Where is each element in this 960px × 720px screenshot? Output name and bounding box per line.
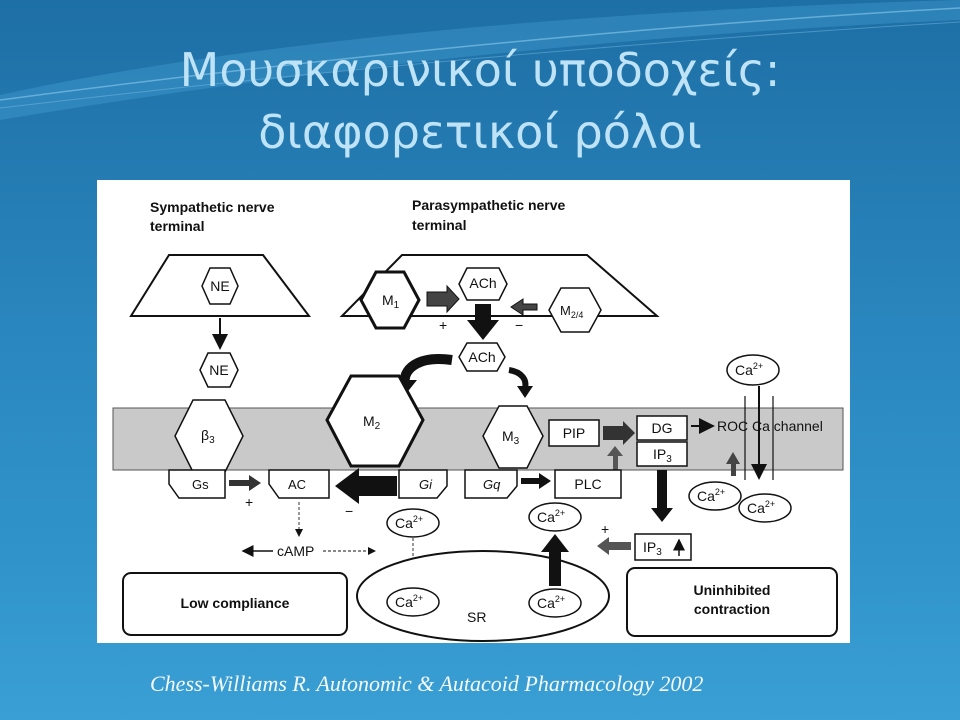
m1-text: M1 [382, 292, 400, 311]
ca-roc-right-text: Ca2+ [747, 499, 775, 516]
citation: Chess-Williams R. Autonomic & Autacoid P… [150, 671, 704, 696]
ca-roc-up-arrow [726, 452, 740, 476]
uninhibited-contraction-box [626, 567, 838, 637]
m1-receptor [359, 270, 421, 330]
gq-to-plc-arrow [521, 473, 551, 489]
plus-ip3: + [601, 521, 609, 537]
m24-text: M2/4 [560, 303, 583, 320]
ach-top-node [458, 267, 508, 301]
ca-mid-text: Ca2+ [537, 508, 565, 525]
plc-box [554, 469, 622, 499]
ip3-release-arrow [651, 470, 673, 522]
roc-channel-text: ROC Ca channel [717, 418, 823, 434]
sympathetic-label-2: terminal [150, 218, 204, 234]
ip3-membrane-box [636, 441, 688, 467]
ne-bottom-text: NE [209, 362, 228, 378]
gq-text: Gq [483, 477, 501, 492]
ach-top-text: ACh [469, 275, 496, 291]
ca-roc-right-bubble [738, 493, 792, 523]
sarcoplasmic-reticulum [356, 550, 610, 642]
ca-release-arrow [541, 534, 569, 586]
background-swoosh [0, 0, 960, 120]
gs-text: Gs [192, 477, 209, 492]
ach-bottom-text: ACh [468, 349, 495, 365]
ach-release-arrow [467, 304, 499, 340]
minus-m24: − [515, 317, 523, 333]
pip-box [548, 419, 600, 447]
ne-bottom-node [199, 352, 239, 388]
m24-to-ach-arrow [510, 298, 538, 316]
parasympathetic-label-2: terminal [412, 217, 466, 233]
uninhibited-text-1: Uninhibited [694, 582, 771, 598]
ca-roc-left-bubble [688, 481, 742, 511]
gq-box [464, 469, 518, 499]
ca-sr-left-text: Ca2+ [395, 593, 423, 610]
ip3-to-sr-arrow [597, 537, 631, 555]
plc-to-pip-arrow [607, 446, 623, 472]
ca-left-text: Ca2+ [395, 514, 423, 531]
m24-receptor [548, 287, 602, 333]
gs-to-ac-arrow [229, 475, 261, 491]
uninhibited-text-2: contraction [694, 601, 770, 617]
ca-left-bubble [386, 508, 440, 538]
pip-to-dg-arrow [603, 421, 635, 445]
sr-text: SR [467, 609, 486, 625]
slide-title-line2: διαφορετικοί ρόλοι [258, 105, 702, 159]
minus-gi: − [345, 503, 353, 519]
ca-mid-bubble [528, 502, 582, 532]
gs-box [168, 469, 226, 499]
pip-text: PIP [563, 425, 586, 441]
ip3-cyto-text: IP3 [643, 539, 662, 558]
plc-text: PLC [574, 476, 601, 492]
ach-to-m3-curve [508, 367, 529, 389]
beta3-text: β3 [201, 427, 215, 446]
gi-box [398, 469, 448, 499]
m3-text: M3 [502, 428, 520, 447]
ne-top-node [201, 267, 239, 305]
camp-text: cAMP [277, 543, 314, 559]
ac-box [268, 469, 330, 499]
low-compliance-box [122, 572, 348, 636]
ach-to-m3-head [517, 386, 533, 398]
m2-receptor [325, 374, 425, 468]
muscarinic-diagram: Sympathetic nerve terminal Parasympathet… [97, 180, 850, 643]
ca-sr-left-bubble [386, 587, 440, 617]
parasympathetic-label: Parasympathetic nerve [412, 197, 566, 213]
ach-bottom-node [458, 342, 506, 372]
dg-box [636, 415, 688, 441]
ip3-membrane-text: IP3 [653, 446, 672, 465]
m2-text: M2 [363, 413, 381, 432]
slide-title-line1: Μουσκαρινικοί υποδοχείς: [179, 43, 781, 97]
plus-m1: + [439, 317, 447, 333]
ca-sr-right-text: Ca2+ [537, 594, 565, 611]
sympathetic-label: Sympathetic nerve [150, 199, 275, 215]
m1-to-ach-arrow [426, 284, 460, 314]
gi-inhibits-ac-arrow [335, 468, 397, 504]
ne-top-text: NE [210, 278, 229, 294]
dg-text: DG [652, 420, 673, 436]
m3-receptor [482, 405, 544, 469]
ca-outside-bubble [726, 354, 780, 386]
plus-gs: + [245, 494, 253, 510]
ca-roc-left-text: Ca2+ [697, 487, 725, 504]
low-compliance-text: Low compliance [181, 595, 290, 611]
ca-outside-text: Ca2+ [735, 361, 763, 378]
ca-sr-right-bubble [528, 588, 582, 618]
gi-text: Gi [419, 477, 433, 492]
ac-text: AC [288, 477, 306, 492]
